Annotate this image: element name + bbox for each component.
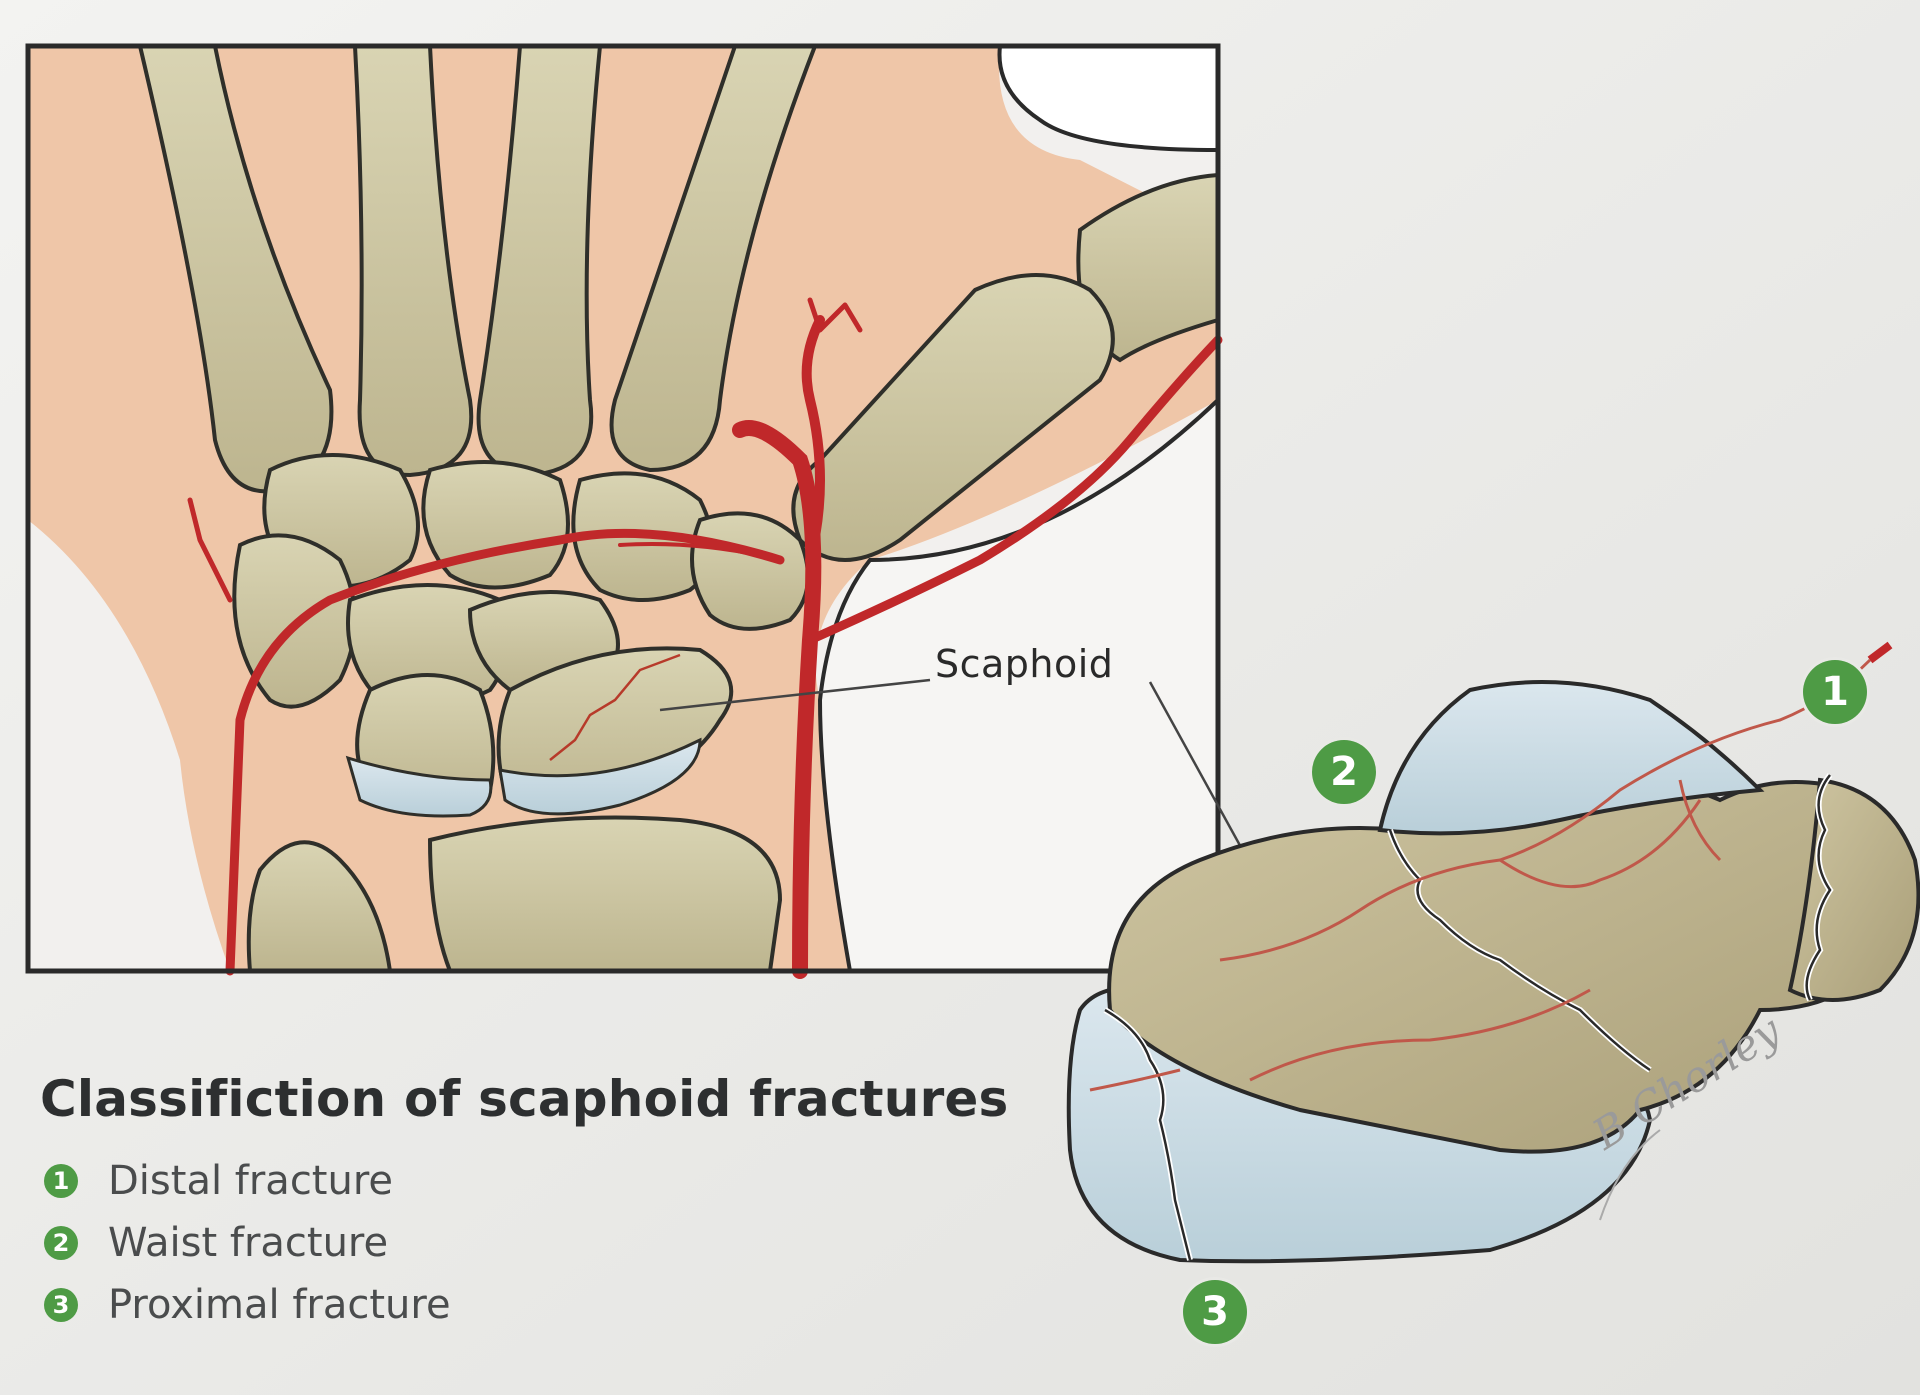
- ulna: [246, 840, 393, 973]
- legend-item-distal: 1 Distal fracture: [44, 1150, 451, 1212]
- radius: [427, 815, 783, 973]
- marker-proximal: 3: [1183, 1280, 1247, 1344]
- marker-distal: 1: [1803, 660, 1867, 724]
- legend-number: 3: [44, 1288, 78, 1322]
- scaphoid-callout-label: Scaphoid: [935, 642, 1114, 686]
- legend-number: 2: [44, 1226, 78, 1260]
- legend-label: Distal fracture: [108, 1158, 394, 1204]
- figure-title: Classifiction of scaphoid fractures: [40, 1070, 1009, 1128]
- legend-number: 1: [44, 1164, 78, 1198]
- legend-item-proximal: 3 Proximal fracture: [44, 1274, 451, 1336]
- legend-item-waist: 2 Waist fracture: [44, 1212, 451, 1274]
- signature-flourish: [1599, 1129, 1661, 1221]
- arteries: [187, 297, 1223, 979]
- wrist-scaphoid: [496, 646, 734, 816]
- enlarged-scaphoid: [1066, 641, 1920, 1264]
- marker-waist: 2: [1312, 740, 1376, 804]
- legend: 1 Distal fracture 2 Waist fracture 3 Pro…: [44, 1150, 451, 1336]
- legend-label: Proximal fracture: [108, 1282, 451, 1328]
- wrist-panel: [25, 43, 1223, 979]
- legend-label: Waist fracture: [108, 1220, 389, 1266]
- thumb-bones: [791, 172, 1220, 562]
- lunate: [345, 673, 496, 818]
